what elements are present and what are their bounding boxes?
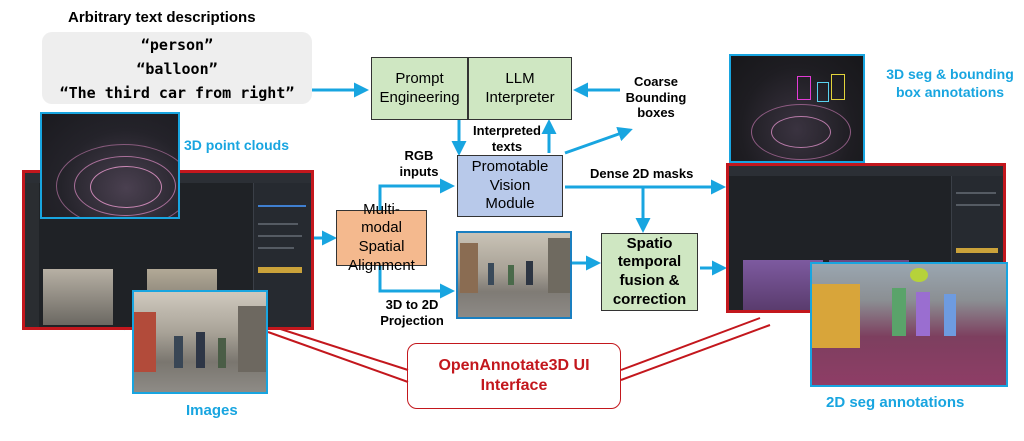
storefront-shape: [460, 243, 478, 293]
ui-interface-box: OpenAnnotate3D UI Interface: [407, 343, 621, 409]
vision-module-box: Promotable Vision Module: [457, 155, 563, 217]
dense-masks-label: Dense 2D masks: [590, 166, 694, 181]
ui-left-toolbar: [25, 183, 39, 327]
point-clouds-caption: 3D point clouds: [184, 137, 289, 153]
pedestrian-shape: [218, 338, 226, 368]
building-shape: [238, 306, 266, 372]
projected-image: [456, 231, 572, 319]
ui-seg-thumb: [743, 260, 823, 310]
fusion-correction-box: Spatio temporal fusion & correction: [601, 233, 698, 311]
bbox-shape: [797, 76, 811, 100]
rgb-inputs-label: RGB inputs: [399, 148, 439, 179]
point-cloud-inset: [40, 112, 180, 219]
seg-mask-person: [916, 292, 930, 336]
pedestrian-shape: [488, 263, 494, 285]
multimodal-alignment-box: Multi-modal Spatial Alignment: [336, 201, 427, 274]
images-caption: Images: [186, 402, 238, 419]
text-desc-heading: Arbitrary text descriptions: [68, 9, 256, 26]
pedestrian-shape: [174, 336, 183, 368]
red-link-right-a: [620, 317, 761, 371]
pedestrian-shape: [508, 265, 514, 285]
seg-mask-person: [892, 288, 906, 336]
seg-mask-balloon: [910, 268, 928, 282]
building-shape: [548, 238, 570, 293]
prompt-engineering-box: Prompt Engineering: [371, 57, 468, 120]
seg2d-caption: 2D seg annotations: [826, 394, 965, 411]
llm-interpreter-box: LLM Interpreter: [468, 57, 572, 120]
seg-mask-car: [812, 284, 860, 348]
seg-mask-person: [944, 294, 956, 336]
ui-image-thumb: [43, 269, 113, 325]
text-desc-line-car: “The third car from right”: [59, 84, 295, 102]
coarse-boxes-label: Coarse Bounding boxes: [625, 74, 687, 121]
red-link-left-b: [267, 331, 409, 383]
ui-toolbar: [729, 166, 1003, 176]
seg2d-inset: [810, 262, 1008, 387]
text-desc-line-balloon: “balloon”: [136, 60, 218, 78]
arrow-multimodal-to-projection: [378, 266, 455, 299]
red-link-left-a: [267, 324, 409, 371]
text-desc-panel: “person” “balloon” “The third car from r…: [42, 32, 312, 104]
bbox-shape: [831, 74, 845, 100]
interpreted-texts-label: Interpreted texts: [473, 123, 541, 154]
arrow-multimodal-to-vision: [378, 178, 455, 210]
pedestrian-shape: [196, 332, 205, 368]
pedestrian-shape: [526, 261, 533, 285]
seg3d-caption: 3D seg & bounding box annotations: [886, 66, 1014, 100]
red-link-right-b: [620, 324, 771, 381]
storefront-shape: [134, 312, 156, 372]
seg3d-inset: [729, 54, 865, 163]
images-inset: [132, 290, 268, 394]
bbox-shape: [817, 82, 829, 102]
arrow-vision-to-coarse: [564, 126, 633, 155]
projection-label: 3D to 2D Projection: [380, 297, 444, 328]
text-desc-line-person: “person”: [140, 36, 214, 54]
